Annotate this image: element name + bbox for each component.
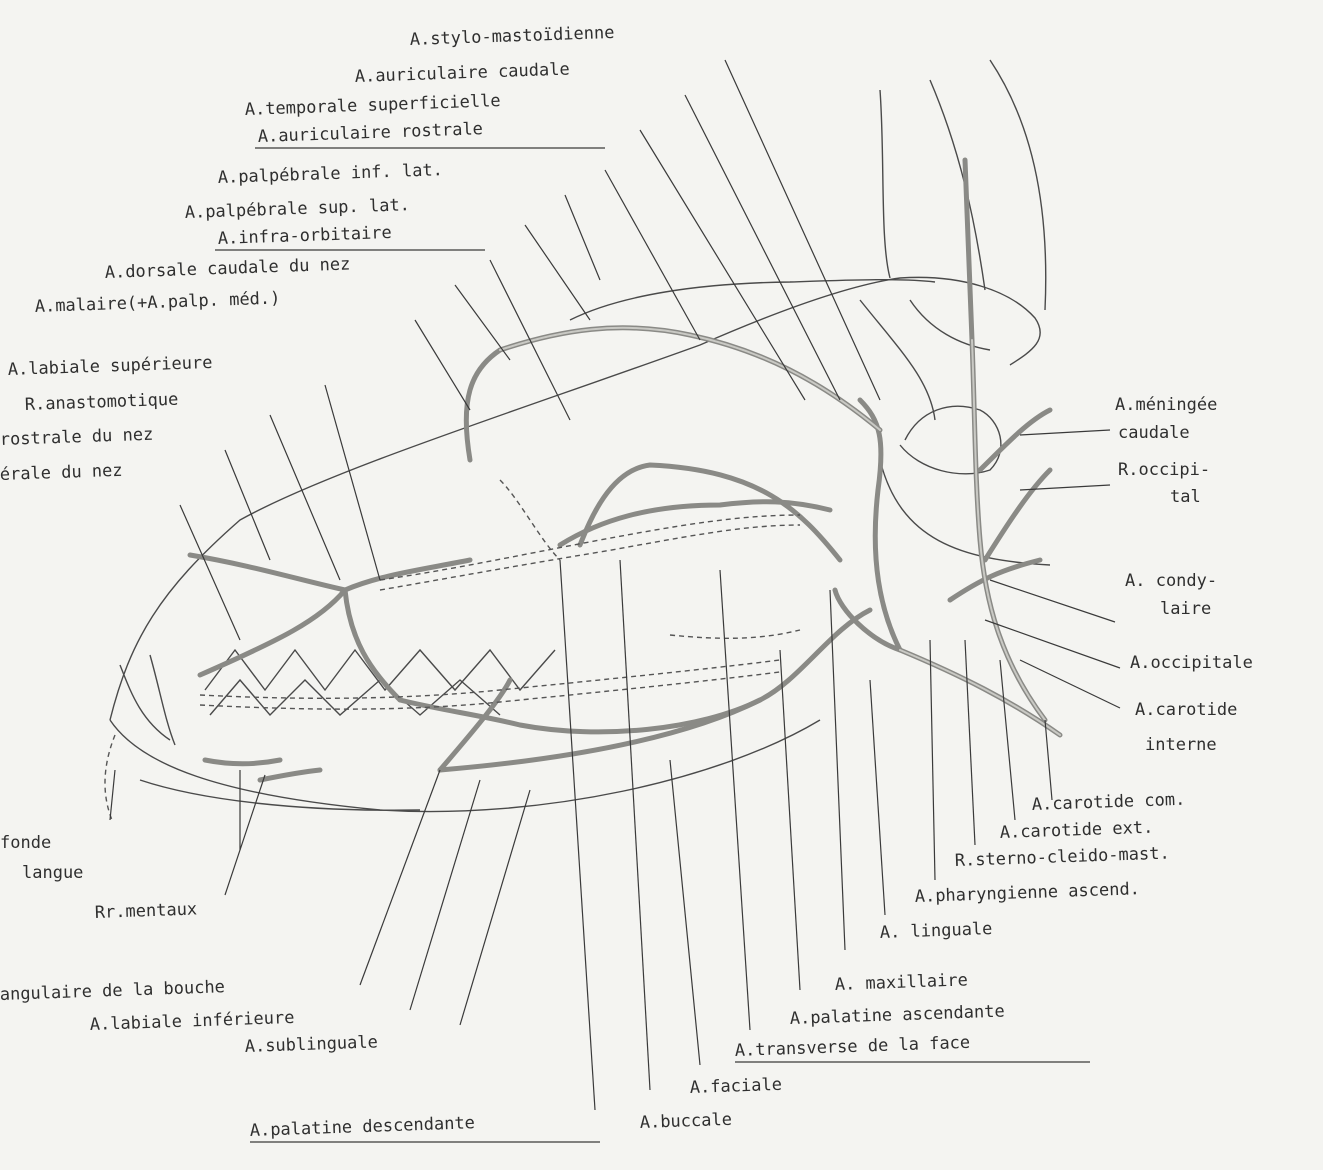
label-angulaire-bouche: angulaire de la bouche bbox=[0, 977, 225, 1005]
label-temporale-superficielle: A.temporale superficielle bbox=[244, 91, 500, 120]
label-palpebrale-sup-lat: A.palpébrale sup. lat. bbox=[184, 195, 410, 223]
label-sublinguale: A.sublinguale bbox=[244, 1032, 378, 1057]
label-maxillaire: A. maxillaire bbox=[834, 970, 968, 995]
label-carotide-interne-1: A.carotide bbox=[1135, 700, 1237, 720]
label-linguale: A. linguale bbox=[879, 919, 992, 943]
label-rostrale-nez: rostrale du nez bbox=[0, 425, 154, 450]
label-occipitale: A.occipitale bbox=[1130, 653, 1253, 673]
label-palpebrale-inf-lat: A.palpébrale inf. lat. bbox=[217, 160, 443, 188]
labels: A.stylo-mastoïdienne A.auriculaire cauda… bbox=[0, 23, 1253, 1141]
label-langue: langue bbox=[22, 863, 83, 883]
label-carotide-interne-2: interne bbox=[1145, 735, 1217, 755]
label-fonde: fonde bbox=[0, 833, 51, 853]
label-transverse-face: A.transverse de la face bbox=[734, 1033, 970, 1061]
label-labiale-superieure: A.labiale supérieure bbox=[7, 353, 212, 380]
label-stylo-mastoidienne: A.stylo-mastoïdienne bbox=[409, 23, 614, 50]
label-pharyngienne: A.pharyngienne ascend. bbox=[914, 879, 1140, 907]
label-sterno-cleido: R.sterno-cleido-mast. bbox=[954, 844, 1170, 871]
label-meningee-2: caudale bbox=[1118, 423, 1190, 443]
label-dorsale-caudale-nez: A.dorsale caudale du nez bbox=[104, 254, 350, 283]
label-carotide-com: A.carotide com. bbox=[1031, 790, 1185, 815]
label-palatine-descendante: A.palatine descendante bbox=[249, 1113, 475, 1141]
underlines bbox=[215, 148, 1090, 1142]
label-auriculaire-caudale: A.auriculaire caudale bbox=[354, 60, 570, 87]
deep-vessels bbox=[200, 480, 800, 709]
label-condylaire-2: laire bbox=[1160, 599, 1211, 619]
label-erale-nez: érale du nez bbox=[0, 461, 123, 485]
label-labiale-inferieure: A.labiale inférieure bbox=[89, 1008, 294, 1035]
label-condylaire-1: A. condy- bbox=[1125, 571, 1217, 591]
label-palatine-ascendante: A.palatine ascendante bbox=[789, 1002, 1005, 1029]
label-occipital-2: tal bbox=[1170, 487, 1201, 507]
label-carotide-ext: A.carotide ext. bbox=[999, 818, 1153, 843]
label-mentaux: Rr.mentaux bbox=[94, 899, 197, 923]
artery-network bbox=[190, 160, 1060, 780]
label-meningee-1: A.méningée bbox=[1115, 395, 1217, 415]
label-buccale: A.buccale bbox=[639, 1110, 732, 1133]
label-occipital-1: R.occipi- bbox=[1118, 460, 1210, 480]
label-infra-orbitaire: A.infra-orbitaire bbox=[217, 223, 392, 249]
label-faciale: A.faciale bbox=[689, 1075, 782, 1098]
label-malaire: A.malaire(+A.palp. méd.) bbox=[34, 288, 280, 317]
label-auriculaire-rostrale: A.auriculaire rostrale bbox=[257, 119, 483, 147]
label-r-anastomotique: R.anastomotique bbox=[24, 390, 178, 415]
